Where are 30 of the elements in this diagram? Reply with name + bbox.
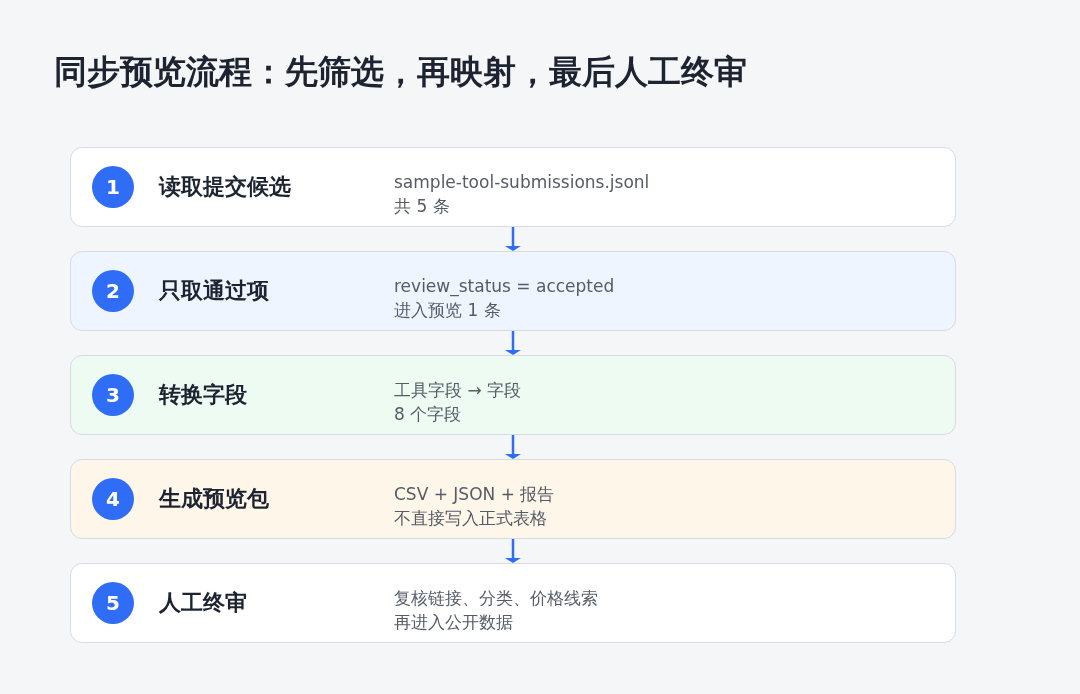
step-title: 只取通过项 (159, 277, 269, 305)
step-detail: CSV + JSON + 报告 (394, 483, 555, 506)
step-card (70, 563, 956, 643)
connector (505, 435, 521, 459)
step-number: 1 (92, 166, 134, 208)
step-title: 人工终审 (159, 589, 247, 617)
step-detail: 工具字段 → 字段 (394, 379, 522, 402)
step-detail: review_status = accepted (394, 275, 615, 298)
step-detail: 8 个字段 (394, 403, 462, 426)
step-detail: 再进入公开数据 (394, 611, 513, 634)
title: 同步预览流程：先筛选，再映射，最后人工终审 (54, 51, 747, 93)
step-number: 3 (92, 374, 134, 416)
step-card (70, 355, 956, 435)
step-detail: 不直接写入正式表格 (394, 507, 547, 530)
step-title: 转换字段 (159, 381, 247, 409)
step-number: 2 (92, 270, 134, 312)
step-title: 读取提交候选 (159, 173, 291, 201)
step-detail: 进入预览 1 条 (394, 299, 501, 322)
connector (505, 331, 521, 355)
step-detail: sample-tool-submissions.jsonl (394, 171, 650, 194)
step-card (70, 459, 956, 539)
step-title: 生成预览包 (159, 485, 269, 513)
step-card (70, 251, 956, 331)
step-number: 4 (92, 478, 134, 520)
step-detail: 复核链接、分类、价格线索 (394, 587, 598, 610)
step-number: 5 (92, 582, 134, 624)
connector (505, 539, 521, 563)
step-card (70, 147, 956, 227)
connector (505, 227, 521, 251)
step-detail: 共 5 条 (394, 195, 450, 218)
